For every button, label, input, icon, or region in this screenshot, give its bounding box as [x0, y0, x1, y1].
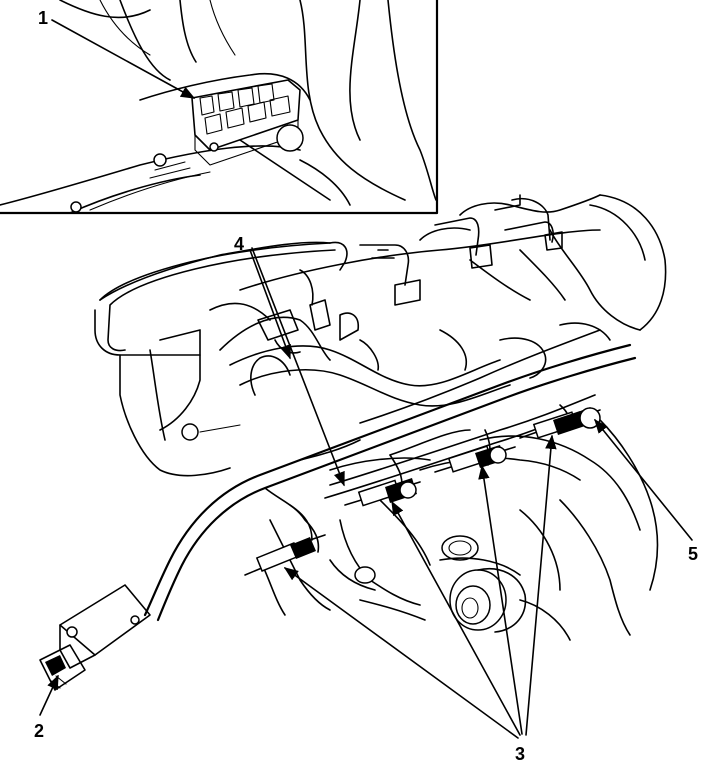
- inset-frame: [0, 0, 439, 215]
- harness-connector: [39, 584, 151, 691]
- spark-plug-2: [344, 478, 421, 507]
- spark-plug-1: [244, 534, 326, 576]
- leader-4b: [249, 249, 291, 360]
- relay-box: [191, 79, 301, 166]
- bolt-icon: [153, 153, 167, 167]
- inset-detail: [0, 0, 439, 215]
- cap-circle: [276, 124, 304, 152]
- idler-circle: [441, 535, 479, 561]
- leader-2: [39, 674, 59, 716]
- callout-3: 3: [515, 744, 525, 764]
- leader-3a: [283, 567, 519, 739]
- callout-4: 4: [234, 234, 244, 254]
- callout-2: 2: [34, 721, 44, 741]
- bolt-icon: [181, 423, 199, 441]
- engine-body: [94, 194, 667, 641]
- spark-plug-3: [434, 445, 516, 473]
- leader-5: [594, 418, 693, 541]
- callout-1: 1: [38, 8, 48, 28]
- wiring-harness: [39, 329, 637, 691]
- leader-3d: [525, 434, 557, 736]
- leader-3c: [478, 464, 523, 735]
- leader-3b: [391, 500, 521, 736]
- leader-lines: [39, 247, 693, 739]
- pulley: [449, 568, 527, 633]
- leader-4a: [251, 247, 345, 487]
- callout-5: 5: [688, 544, 698, 564]
- leader-1: [51, 19, 196, 99]
- spark-plug-4: [519, 407, 601, 439]
